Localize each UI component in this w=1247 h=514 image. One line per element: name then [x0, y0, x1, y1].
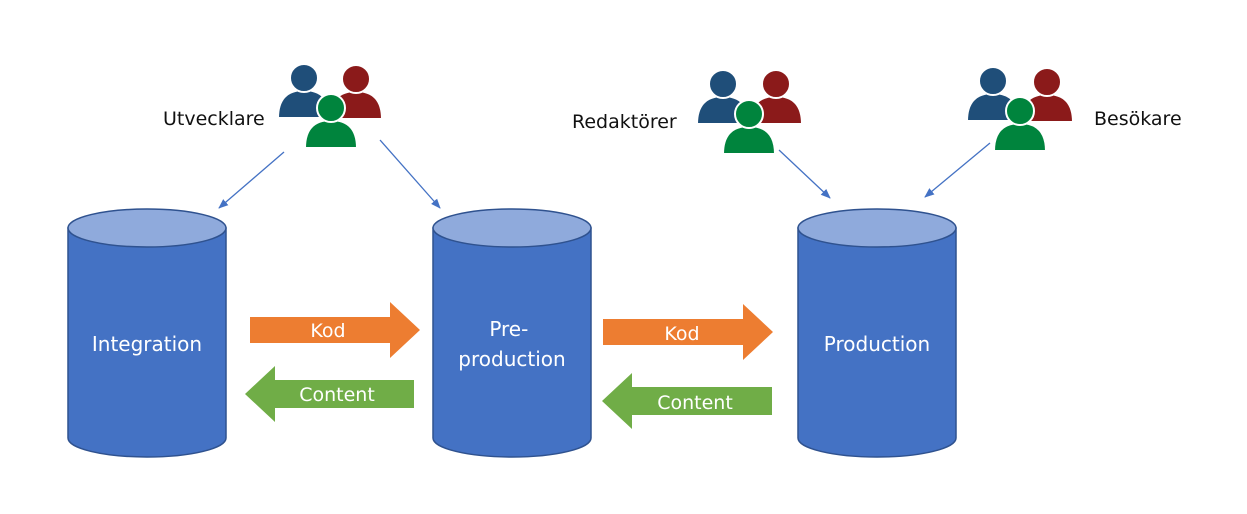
preproduction-label-line-2: production: [458, 347, 565, 371]
editors-group-icon: [696, 69, 803, 155]
connector-developers-integration: [218, 151, 285, 209]
kod-arrow-label-2: Kod: [664, 323, 699, 345]
preproduction-label: Pre- production: [458, 317, 565, 371]
visitors-group-icon: [966, 66, 1074, 152]
developers-label: Utvecklare: [163, 108, 265, 130]
integration-label: Integration: [92, 332, 202, 356]
kod-arrow-preproduction-to-production: Kod: [603, 304, 773, 360]
editors-label: Redaktörer: [572, 111, 677, 133]
content-arrow-label-2: Content: [657, 392, 733, 414]
developers-group-icon: [277, 63, 383, 149]
preproduction-label-line-1: Pre-: [489, 317, 528, 341]
production-database: Production: [797, 208, 957, 458]
kod-arrow-integration-to-preproduction: Kod: [250, 302, 420, 358]
connector-developers-preproduction: [379, 139, 441, 209]
content-arrow-production-to-preproduction: Content: [602, 373, 772, 429]
integration-database: Integration: [67, 208, 227, 458]
connector-editors-production: [778, 149, 831, 199]
integration-label-line: Integration: [92, 332, 202, 356]
connector-visitors-production: [924, 142, 991, 198]
production-label-line: Production: [824, 332, 930, 356]
production-label: Production: [824, 332, 930, 356]
kod-arrow-label-1: Kod: [310, 320, 345, 342]
preproduction-database: Pre- production: [432, 208, 592, 458]
content-arrow-preproduction-to-integration: Content: [245, 366, 414, 422]
content-arrow-label-1: Content: [299, 384, 375, 406]
visitors-label: Besökare: [1094, 108, 1182, 130]
